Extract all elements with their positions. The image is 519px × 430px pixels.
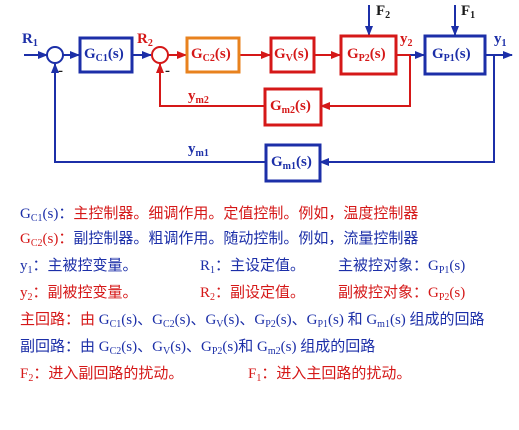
label-r1: R1 [22, 31, 38, 49]
legend-line-gp2: 副被控对象：GP2(s) [338, 285, 466, 303]
block-gp2 [339, 34, 398, 76]
label-ym2: ym2 [188, 88, 209, 106]
legend-line-f1: F1：进入主回路的扰动。 [248, 366, 412, 384]
cascade-block-diagram [24, 5, 513, 183]
ym2-feedback-tap-line [320, 55, 411, 110]
label-r2: R2 [137, 31, 153, 49]
block-label-gc1: GC1(s) [84, 46, 124, 64]
label-y2: y2 [400, 31, 413, 49]
block-label-gv: GV(s) [274, 46, 309, 64]
block-gc2 [185, 36, 241, 74]
legend-line-r1: R1：主设定值。 [200, 258, 306, 276]
block-gm1 [264, 143, 322, 183]
legend-line-y1: y1：主被控变量。 [20, 258, 138, 276]
summing-junction-outer [46, 46, 64, 64]
ym1-feedback-tap-line [319, 55, 495, 166]
legend-line-gp1: 主被控对象：GP1(s) [338, 258, 466, 276]
legend-line-sub-loop: 副回路：由 GC2(s)、GV(s)、GP2(s)和 Gm2(s) 组成的回路 [20, 339, 376, 357]
block-label-gp2: GP2(s) [347, 46, 386, 64]
block-gc1 [78, 36, 134, 74]
label-y1: y1 [494, 31, 507, 49]
label-minus-inner: - [165, 63, 170, 79]
block-label-gp1: GP1(s) [432, 46, 471, 64]
label-minus-outer: - [58, 63, 63, 79]
label-f2: F2 [376, 3, 391, 21]
ym1-feedback-return-line [51, 63, 266, 163]
block-label-gm2: Gm2(s) [270, 98, 311, 116]
legend-line-main-loop: 主回路：由 GC1(s)、GC2(s)、GV(s)、GP2(s)、GP1(s) … [20, 312, 485, 330]
block-label-gm1: Gm1(s) [271, 154, 312, 172]
summing-junction-inner [151, 46, 169, 64]
block-label-gc2: GC2(s) [191, 46, 231, 64]
legend-line-gc1: GC1(s)：主控制器。细调作用。定值控制。例如，温度控制器 [20, 206, 419, 224]
label-f1: F1 [461, 3, 476, 21]
ym2-feedback-return-line [156, 63, 265, 107]
block-gp1 [423, 34, 487, 76]
legend-line-r2: R2：副设定值。 [200, 285, 306, 303]
legend-line-y2: y2：副被控变量。 [20, 285, 138, 303]
block-gv [269, 36, 316, 74]
legend-line-gc2: GC2(s)：副控制器。粗调作用。随动控制。例如，流量控制器 [20, 231, 419, 249]
legend-line-f2: F2：进入副回路的扰动。 [20, 366, 184, 384]
block-gm2 [263, 87, 323, 127]
label-ym1: ym1 [188, 141, 209, 159]
